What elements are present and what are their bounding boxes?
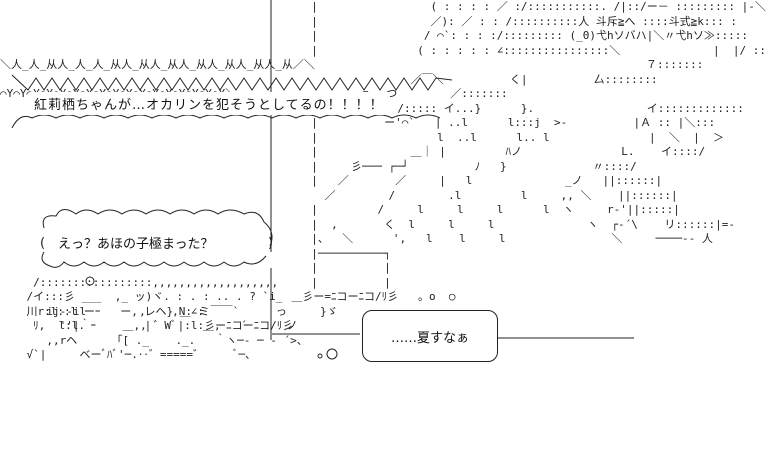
- shout-bubble-top-edge: [11, 74, 453, 91]
- thought-dot-medium: [326, 348, 338, 360]
- thought-dot-small: [317, 353, 323, 359]
- svg-text:): ): [268, 236, 273, 251]
- thought-bubble-text: えっ？あほの子極まった？: [54, 232, 218, 253]
- speech-bubble-summer: ……夏すなぁ: [362, 310, 498, 362]
- svg-text:(: (: [40, 236, 45, 251]
- shout-bubble-bottom-edge: [11, 114, 441, 129]
- shout-bubble-text: 紅莉栖ちゃんが…オカリンを犯そうとしてるの！！！！: [30, 92, 388, 115]
- thought-cloud-outline: [41, 209, 273, 268]
- thought-dot-large: [85, 276, 95, 286]
- speech-bubble-text: ……夏すなぁ: [390, 330, 469, 346]
